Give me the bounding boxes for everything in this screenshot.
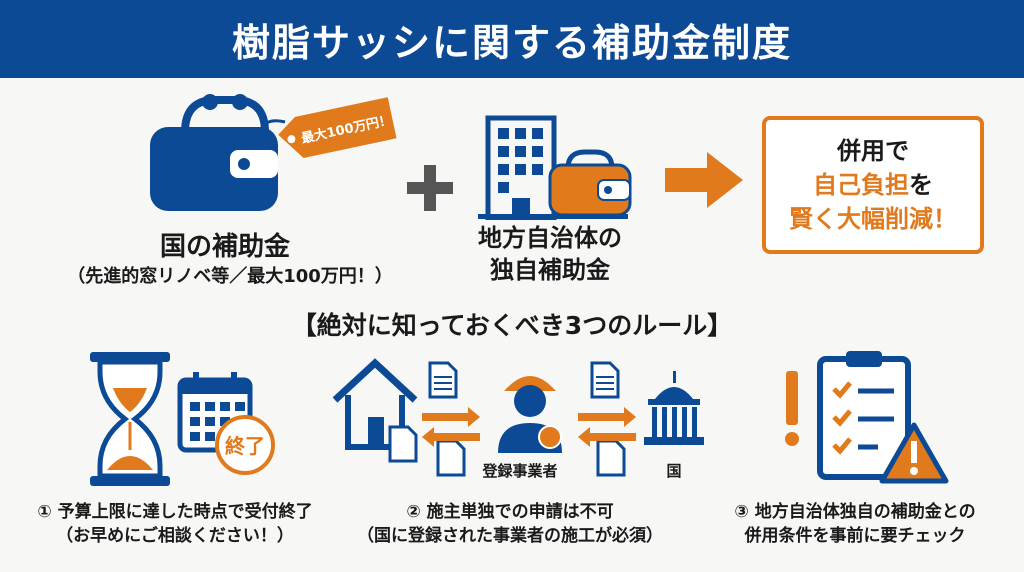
rule-1-line1: ① 予算上限に達した時点で受付終了 <box>37 502 313 522</box>
result-line3: 賢く大幅削減！ <box>789 205 957 233</box>
rule-2-line1: ② 施主単独での申請は不可 <box>406 502 614 522</box>
local-subsidy-title: 地方自治体の 独自補助金 <box>435 222 665 286</box>
result-box: 併用で 自己負担を 賢く大幅削減！ <box>762 116 984 254</box>
end-stamp-text: 終了 <box>225 434 265 458</box>
rule-3-line1: ③ 地方自治体独自の補助金との <box>734 502 976 522</box>
exclamation-icon <box>785 371 799 446</box>
local-title-line2: 独自補助金 <box>490 256 610 284</box>
government-building-icon <box>644 371 704 445</box>
local-title-line1: 地方自治体の <box>478 224 622 252</box>
result-line1: 併用で <box>837 137 909 165</box>
wallet-icon: 最大100万円！ <box>150 94 397 211</box>
rule-1-line2: （お早めにご相談ください！） <box>56 526 294 546</box>
rule-2-line2: （国に登録された事業者の施工が必須） <box>357 526 663 546</box>
header-banner: 樹脂サッシに関する補助金制度 <box>0 0 1024 78</box>
building-icon <box>478 115 632 220</box>
rule-2: ② 施主単独での申請は不可 （国に登録された事業者の施工が必須） <box>330 500 690 548</box>
result-suffix: を <box>909 171 933 199</box>
result-line2: 自己負担を <box>813 168 933 202</box>
price-tag: 最大100万円！ <box>278 97 397 159</box>
hourglass-icon: 終了 <box>90 352 275 486</box>
arrow-right-icon <box>665 152 743 208</box>
contractor-label: 登録事業者 <box>482 462 558 480</box>
house-icon <box>332 358 418 450</box>
national-subsidy-title: 国の補助金 <box>159 232 290 262</box>
contractor-icon <box>498 376 562 453</box>
calendar-icon <box>177 372 253 453</box>
plus-icon <box>407 165 453 211</box>
exchange-arrows-icon <box>422 407 636 447</box>
end-stamp-icon <box>215 415 275 475</box>
small-wallet-icon <box>548 149 632 217</box>
document-icon <box>388 361 626 477</box>
rule-3-line2: 併用条件を事前に要チェック <box>744 526 966 546</box>
warning-icon <box>879 422 949 484</box>
checklist-warning-icon <box>785 351 949 484</box>
clipboard-icon <box>817 351 911 480</box>
rule-3: ③ 地方自治体独自の補助金との 併用条件を事前に要チェック <box>690 500 1020 548</box>
rules-title: 【絶対に知っておくべき3つのルール】 <box>291 311 733 340</box>
national-subsidy-subtitle: （先進的窓リノベ等／最大100万円！） <box>67 266 393 287</box>
page-title: 樹脂サッシに関する補助金制度 <box>231 20 792 65</box>
rule-1: ① 予算上限に達した時点で受付終了 （お早めにご相談ください！） <box>10 500 340 548</box>
result-highlight: 自己負担 <box>813 171 909 199</box>
process-diagram <box>332 358 704 477</box>
government-label: 国 <box>666 462 682 480</box>
